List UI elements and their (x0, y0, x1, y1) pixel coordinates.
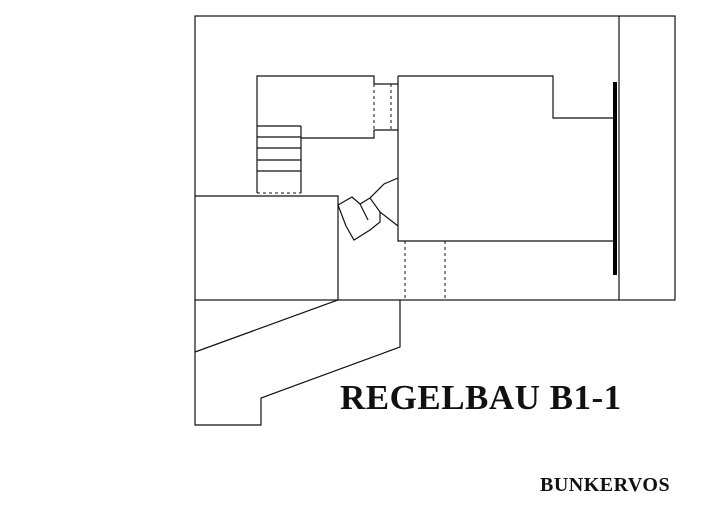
main-room (397, 75, 615, 242)
outer-boundary (194, 15, 676, 301)
staircase (257, 125, 302, 194)
diagonal-entrance (337, 177, 399, 241)
exit-wing (194, 300, 401, 426)
diagram-title: REGELBAU B1-1 (340, 378, 622, 417)
lower-left-block (194, 195, 339, 353)
upper-left-room (256, 75, 375, 193)
credit-label: BUNKERVOS (540, 474, 671, 496)
